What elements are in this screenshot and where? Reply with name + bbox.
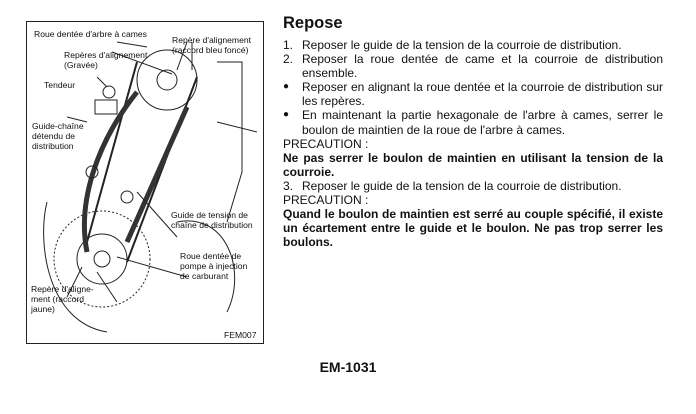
step-1: 1. Reposer le guide de la tension de la c… bbox=[283, 38, 663, 52]
caution-2-text: Quand le boulon de maintien est serré au… bbox=[283, 207, 663, 250]
timing-chain-figure: Roue dentée d'arbre à cames Repère d'ali… bbox=[26, 21, 264, 344]
label-alignment-dark-blue-2: (raccord bleu foncé) bbox=[172, 45, 249, 55]
figure-code: FEM007 bbox=[224, 330, 257, 340]
step-number: 1. bbox=[283, 38, 294, 52]
step-3: 3. Reposer le guide de la tension de la c… bbox=[283, 179, 663, 193]
label-alignment-yellow-3: jaune) bbox=[31, 304, 55, 314]
label-slack-guide-2: détendu de bbox=[32, 131, 76, 141]
label-slack-guide-1: Guide-chaîne bbox=[32, 121, 84, 131]
timing-chain-drawing bbox=[43, 41, 258, 333]
caution-2-title: PRECAUTION : bbox=[283, 193, 369, 208]
label-alignment-engraved-2: (Gravée) bbox=[64, 60, 98, 70]
step-text: Reposer le guide de la tension de la cou… bbox=[302, 178, 622, 193]
caution-1-title: PRECAUTION : bbox=[283, 136, 369, 151]
bullet-text: En maintenant la partie hexagonale de l'… bbox=[302, 108, 663, 137]
step-number: 3. bbox=[283, 178, 294, 193]
label-alignment-engraved-1: Repères d'alignement bbox=[64, 50, 148, 60]
label-tensioner: Tendeur bbox=[44, 80, 76, 90]
label-slack-guide-3: distribution bbox=[32, 141, 74, 151]
label-camshaft-sprocket: Roue dentée d'arbre à cames bbox=[34, 29, 147, 39]
bullet-1: ● Reposer en alignant la roue dentée et l… bbox=[283, 80, 663, 108]
step-text: Reposer le guide de la tension de la cou… bbox=[302, 38, 622, 52]
label-alignment-yellow-2: ment (raccord bbox=[31, 294, 85, 304]
step-2: 2. Reposer la roue dentée de came et la c… bbox=[283, 52, 663, 80]
bullet-icon: ● bbox=[283, 109, 290, 121]
bullet-text: Reposer en alignant la roue dentée et la… bbox=[302, 80, 663, 109]
bullet-icon: ● bbox=[283, 81, 290, 93]
bullet-2: ● En maintenant la partie hexagonale de l… bbox=[283, 108, 663, 136]
label-tension-guide-1: Guide de tension de bbox=[171, 210, 248, 220]
label-pump-sprocket-2: pompe à injection bbox=[180, 261, 248, 271]
step-number: 2. bbox=[283, 52, 294, 67]
procedure-text: 1. Reposer le guide de la tension de la c… bbox=[283, 38, 663, 249]
label-tension-guide-2: chaîne de distribution bbox=[171, 220, 253, 230]
label-pump-sprocket-3: de carburant bbox=[180, 271, 229, 281]
step-text: Reposer la roue dentée de came et la cou… bbox=[302, 52, 663, 81]
pump-sprocket bbox=[76, 233, 128, 285]
label-alignment-dark-blue-1: Repère d'alignement bbox=[172, 35, 252, 45]
label-alignment-yellow-1: Repère d'aligne- bbox=[31, 284, 94, 294]
caution-1-text: Ne pas serrer le boulon de maintien en u… bbox=[283, 150, 663, 179]
camshaft-sprocket bbox=[136, 49, 198, 111]
section-title: Repose bbox=[283, 14, 343, 32]
label-pump-sprocket-1: Roue dentée de bbox=[180, 251, 242, 261]
page-number: EM-1031 bbox=[319, 359, 377, 375]
